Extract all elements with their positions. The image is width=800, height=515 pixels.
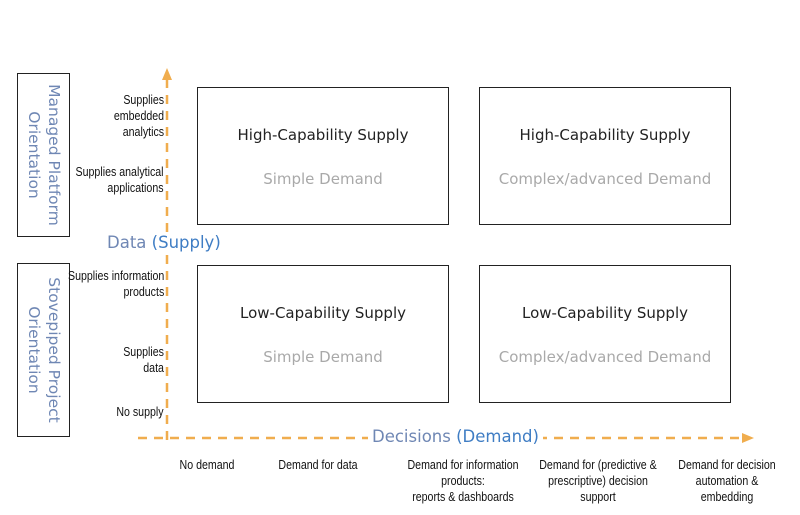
x-axis-title-paren: (Demand)	[456, 427, 539, 446]
quadrant-subtitle: Complex/advanced Demand	[498, 348, 712, 366]
x-axis-title: Decisions (Demand)	[368, 427, 543, 446]
y-axis-title: Data (Supply)	[103, 233, 225, 252]
stovepiped-project-box: Stovepiped Project Orientation	[17, 263, 70, 437]
quadrant-subtitle: Simple Demand	[263, 170, 383, 188]
quadrant-subtitle: Complex/advanced Demand	[498, 170, 712, 188]
quadrant-title: High-Capability Supply	[237, 126, 409, 144]
quadrant-title: High-Capability Supply	[519, 126, 691, 144]
stovepiped-project-label: Stovepiped Project Orientation	[24, 277, 63, 423]
y-axis-arrowhead	[162, 68, 172, 80]
x-label-demand-for-data: Demand for data	[278, 458, 358, 472]
y-label-no-supply: No supply	[116, 405, 164, 419]
quadrant-subtitle: Simple Demand	[263, 348, 383, 366]
managed-platform-label: Managed Platform Orientation	[24, 84, 63, 226]
managed-platform-box: Managed Platform Orientation	[17, 73, 70, 237]
y-axis-title-paren: (Supply)	[151, 233, 221, 252]
x-axis-arrowhead	[742, 433, 754, 443]
quadrant-title: Low-Capability Supply	[240, 304, 406, 322]
quadrant-title: Low-Capability Supply	[522, 304, 688, 322]
quadrant-low-simple: Low-Capability Supply Simple Demand	[197, 265, 449, 403]
x-label-decision-support: Demand for (predictive &prescriptive) de…	[539, 458, 657, 504]
x-axis-title-main: Decisions	[372, 427, 451, 446]
quadrant-high-simple: High-Capability Supply Simple Demand	[197, 87, 449, 225]
quadrant-high-complex: High-Capability Supply Complex/advanced …	[479, 87, 731, 225]
y-axis-title-main: Data	[107, 233, 147, 252]
x-label-no-demand: No demand	[179, 458, 235, 472]
quadrant-low-complex: Low-Capability Supply Complex/advanced D…	[479, 265, 731, 403]
